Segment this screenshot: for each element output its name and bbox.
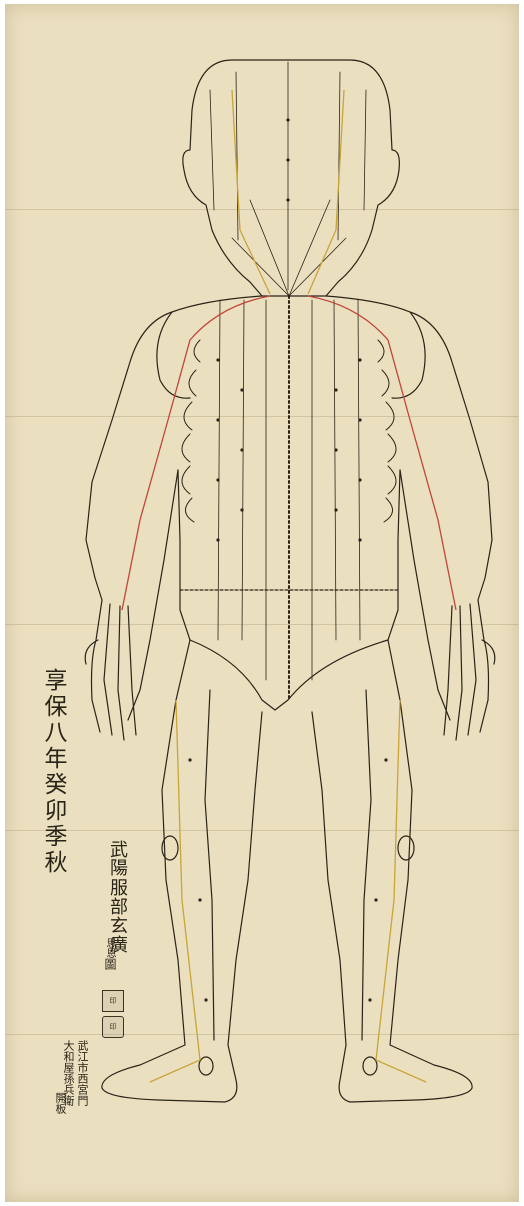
publisher-address: 武江市西宮門: [76, 1040, 88, 1106]
leg-inner-left: [205, 690, 214, 1040]
shoulder-right: [392, 312, 425, 398]
meridian-red-right: [308, 296, 456, 610]
seal-stamp: 印: [102, 1016, 124, 1038]
date-inscription: 享保八年癸卯季秋: [36, 668, 70, 876]
leg-right: [312, 640, 472, 1102]
artist-place: 武陽: [104, 840, 130, 876]
artist-draw-mark: 圖: [102, 958, 119, 970]
arm-inner-left: [128, 470, 178, 720]
publisher-publish-mark: 開板: [52, 1092, 68, 1114]
ankle-left: [199, 1057, 213, 1075]
head-outline: [183, 60, 400, 296]
seal-stamp: 印: [102, 990, 124, 1012]
shoulder-left: [157, 312, 190, 398]
leg-inner-right: [362, 690, 371, 1040]
knee-right: [398, 836, 414, 860]
artist-suffix: 思恩: [102, 938, 117, 958]
meridian-yellow-left: [150, 90, 270, 1082]
arm-inner-right: [400, 470, 450, 720]
meridian-yellow-right: [308, 90, 426, 1082]
meridian-red-left: [122, 296, 270, 610]
hand-right: [444, 600, 495, 740]
ankle-right: [363, 1057, 377, 1075]
